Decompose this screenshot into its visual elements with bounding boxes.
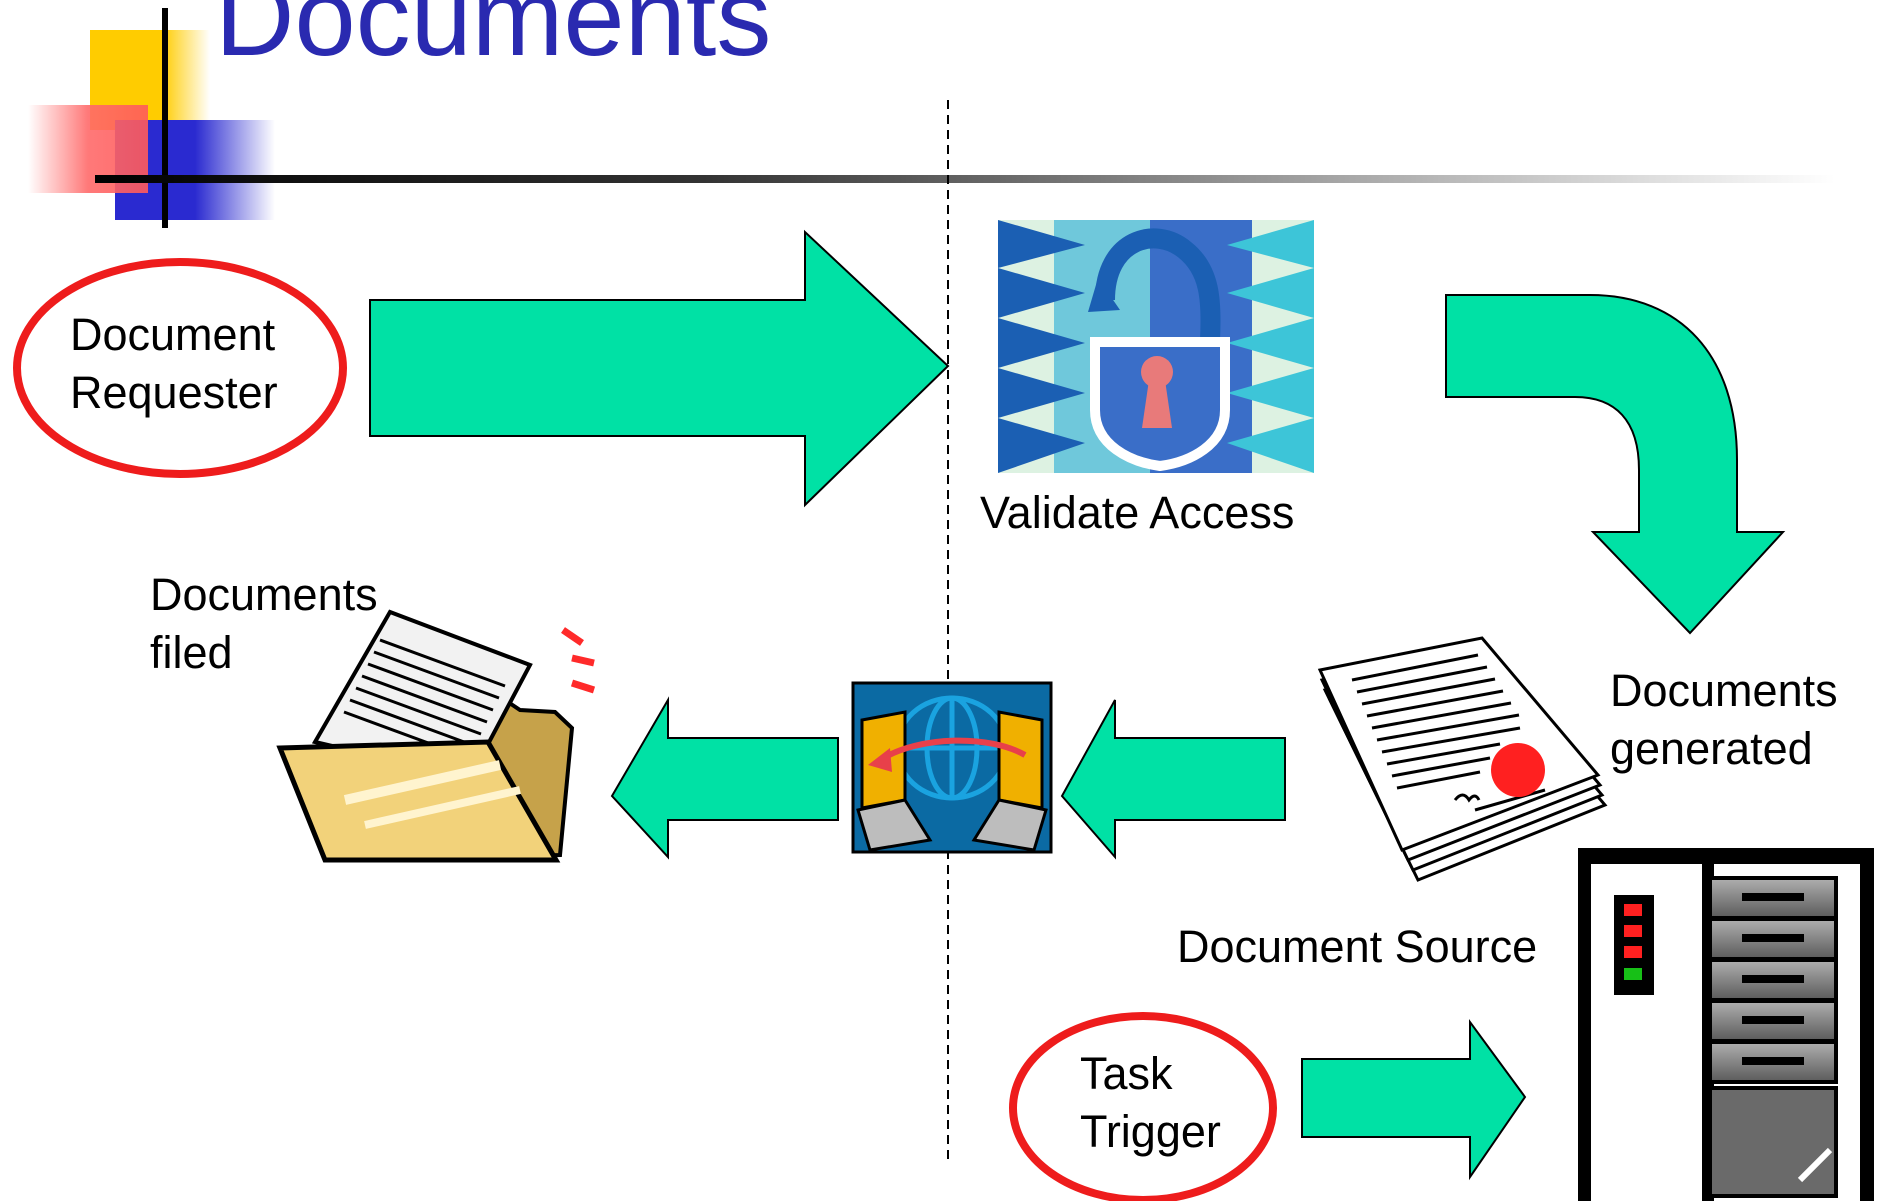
arrow-request xyxy=(369,229,950,508)
arrow-curved-down xyxy=(1445,294,1786,635)
documents-generated-label-line2: generated xyxy=(1610,723,1813,774)
document-requester-label-line1: Document xyxy=(70,309,276,360)
folder-icon xyxy=(276,609,596,863)
validate-access-label: Validate Access xyxy=(980,487,1295,538)
document-source-label: Document Source xyxy=(1177,921,1538,972)
task-trigger-label-line1: Task xyxy=(1080,1048,1173,1099)
document-requester-ring xyxy=(13,258,347,478)
certificate-documents-icon xyxy=(1317,636,1608,882)
arrow-trigger xyxy=(1301,1018,1527,1181)
task-trigger-label-line2: Trigger xyxy=(1080,1106,1221,1157)
documents-filed-label-line2: filed xyxy=(150,627,233,678)
padlock-icon xyxy=(998,220,1314,473)
documents-generated-label-line1: Documents xyxy=(1610,665,1838,716)
documents-filed-label-line1: Documents xyxy=(150,569,378,620)
arrow-to-transfer xyxy=(1060,699,1286,860)
document-requester-label-line2: Requester xyxy=(70,367,278,418)
task-trigger-ring xyxy=(1009,1012,1277,1201)
title-decoration xyxy=(28,8,1835,228)
network-transfer-icon xyxy=(851,681,1053,854)
arrow-to-folder xyxy=(610,696,839,860)
page-title: Documents xyxy=(215,0,772,79)
server-icon xyxy=(1578,848,1874,1201)
